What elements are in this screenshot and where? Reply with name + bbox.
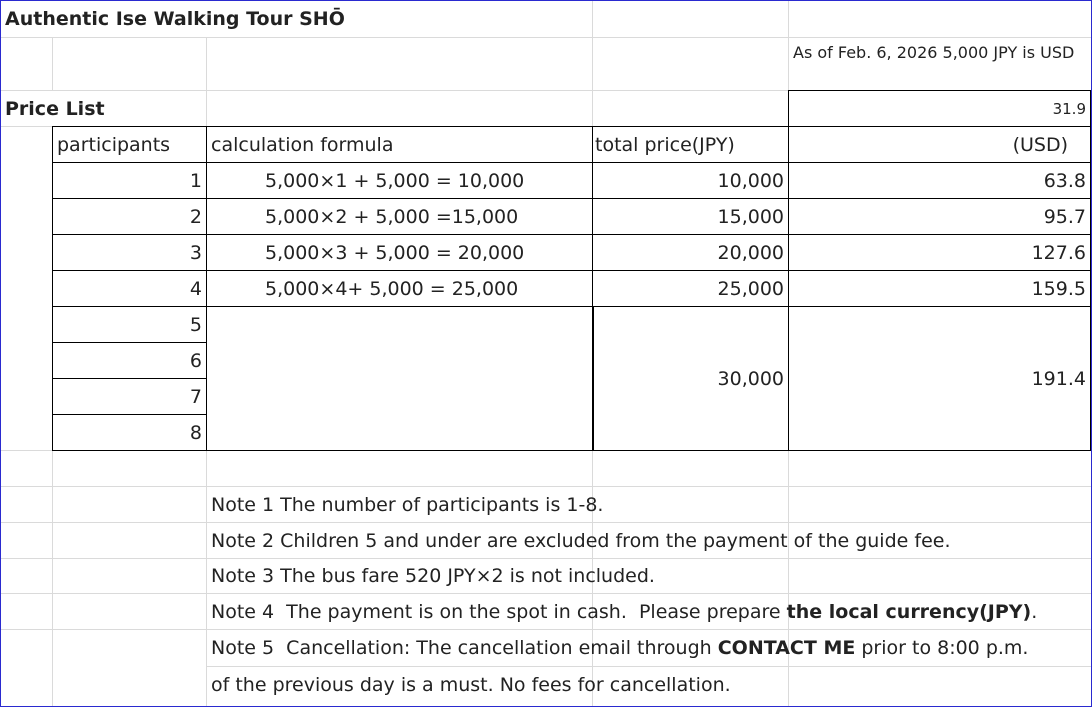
section-title: Price List bbox=[1, 91, 206, 126]
total-cell[interactable]: 15,000 bbox=[592, 198, 789, 235]
formula-cell[interactable]: 5,000×1 + 5,000 = 10,000 bbox=[206, 162, 593, 199]
sheet-title: Authentic Ise Walking Tour SHŌ bbox=[1, 1, 591, 37]
header-total: total price(JPY) bbox=[592, 126, 789, 163]
formula-cell-group[interactable] bbox=[206, 306, 593, 451]
total-cell[interactable]: 25,000 bbox=[592, 270, 789, 307]
header-usd: (USD) bbox=[788, 126, 1091, 163]
formula-cell[interactable]: 5,000×2 + 5,000 =15,000 bbox=[206, 198, 593, 235]
note-4-text: Note 4 The payment is on the spot in cas… bbox=[211, 600, 787, 623]
usd-cell[interactable]: 95.7 bbox=[788, 198, 1091, 235]
participants-cell[interactable]: 4 bbox=[52, 270, 207, 307]
note-5: Note 5 Cancellation: The cancellation em… bbox=[207, 630, 1091, 666]
usd-cell[interactable]: 63.8 bbox=[788, 162, 1091, 199]
note-2: Note 2 Children 5 and under are excluded… bbox=[211, 529, 951, 552]
header-formula: calculation formula bbox=[206, 126, 593, 163]
note-3: Note 3 The bus fare 520 JPY×2 is not inc… bbox=[211, 565, 655, 587]
note-4-end: . bbox=[1031, 600, 1038, 623]
usd-cell[interactable]: 127.6 bbox=[788, 234, 1091, 271]
participants-cell[interactable]: 6 bbox=[52, 342, 207, 379]
participants-cell[interactable]: 3 bbox=[52, 234, 207, 271]
participants-cell[interactable]: 8 bbox=[52, 414, 207, 451]
note-1: Note 1 The number of participants is 1-8… bbox=[211, 493, 604, 516]
participants-cell[interactable]: 1 bbox=[52, 162, 207, 199]
note-5-text: Note 5 Cancellation: The cancellation em… bbox=[211, 637, 718, 659]
formula-cell[interactable]: 5,000×4+ 5,000 = 25,000 bbox=[206, 270, 593, 307]
usd-cell-group[interactable]: 191.4 bbox=[788, 306, 1091, 451]
total-cell[interactable]: 10,000 bbox=[592, 162, 789, 199]
note-4: Note 4 The payment is on the spot in cas… bbox=[207, 594, 1091, 629]
note-5-cont: of the previous day is a must. No fees f… bbox=[211, 674, 731, 696]
contact-me-link[interactable]: CONTACT ME bbox=[717, 637, 856, 659]
participants-cell[interactable]: 2 bbox=[52, 198, 207, 235]
note-4-bold: the local currency(JPY) bbox=[786, 600, 1032, 623]
total-cell[interactable]: 20,000 bbox=[592, 234, 789, 271]
total-cell-group[interactable]: 30,000 bbox=[592, 306, 789, 451]
participants-cell[interactable]: 5 bbox=[52, 306, 207, 343]
note-5-end: prior to 8:00 p.m. bbox=[855, 637, 1029, 659]
formula-cell[interactable]: 5,000×3 + 5,000 = 20,000 bbox=[206, 234, 593, 271]
header-participants: participants bbox=[52, 126, 207, 163]
exchange-rate-value[interactable]: 31.9 bbox=[788, 90, 1091, 127]
usd-cell[interactable]: 159.5 bbox=[788, 270, 1091, 307]
exchange-rate-note: As of Feb. 6, 2026 5,000 JPY is USD bbox=[789, 38, 1089, 90]
participants-cell[interactable]: 7 bbox=[52, 378, 207, 415]
